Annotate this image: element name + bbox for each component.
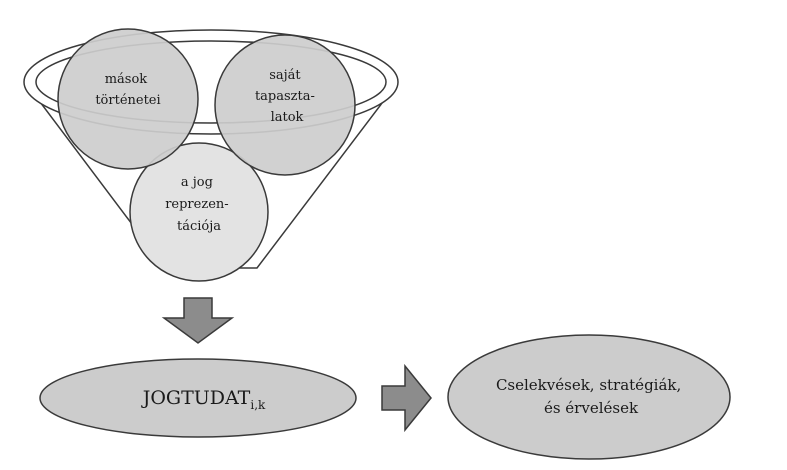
funnel-rim-inner: [35, 40, 387, 124]
down-arrow-icon: [161, 297, 235, 344]
outcome-ellipse: Cselekvések, stratégiák, és érvelések: [447, 334, 731, 460]
circle-jog-line-2: reprezen-: [165, 197, 228, 212]
circle-jog-shape: [129, 142, 269, 282]
result-main-text: JOGTUDAT: [141, 387, 251, 409]
result-ellipse: JOGTUDATi,k: [39, 358, 357, 438]
source-circle-masok: mások történetei: [57, 28, 199, 170]
circle-sajat-shape: [214, 34, 356, 176]
outcome-ellipse-shape: [447, 334, 731, 460]
circle-sajat-line-1: saját: [269, 68, 301, 83]
result-subscript: i,k: [250, 398, 266, 412]
circle-sajat-line-2: tapaszta-: [255, 89, 315, 104]
circle-jog-line-3: tációja: [177, 219, 221, 234]
circle-masok-shape: [57, 28, 199, 170]
svg-text:saját tapaszta- la: saját tapaszta- latok: [255, 68, 319, 125]
source-circle-jog: a jog reprezen- tációja: [129, 142, 269, 282]
svg-text:JOGTUDATi,k: JOGTUDATi,k: [141, 387, 266, 412]
outcome-line-2: és érvelések: [544, 399, 639, 417]
circle-masok-line-2: történetei: [95, 93, 160, 108]
outcome-line-1: Cselekvések, stratégiák,: [496, 376, 681, 394]
result-ellipse-shape: [39, 358, 357, 438]
circle-masok-line-1: mások: [105, 72, 148, 87]
svg-text:a jog reprezen- tá: a jog reprezen- tációja: [165, 175, 233, 234]
svg-text:Cselekvések, stratégiák,: Cselekvések, stratégiák, és érvelések: [496, 376, 686, 417]
source-circle-sajat: saját tapaszta- latok: [214, 34, 356, 176]
circle-sajat-line-3: latok: [271, 110, 304, 125]
svg-text:mások történetei: mások történetei: [95, 72, 160, 108]
right-arrow-icon: [381, 363, 432, 433]
circle-jog-line-1: a jog: [181, 175, 213, 190]
